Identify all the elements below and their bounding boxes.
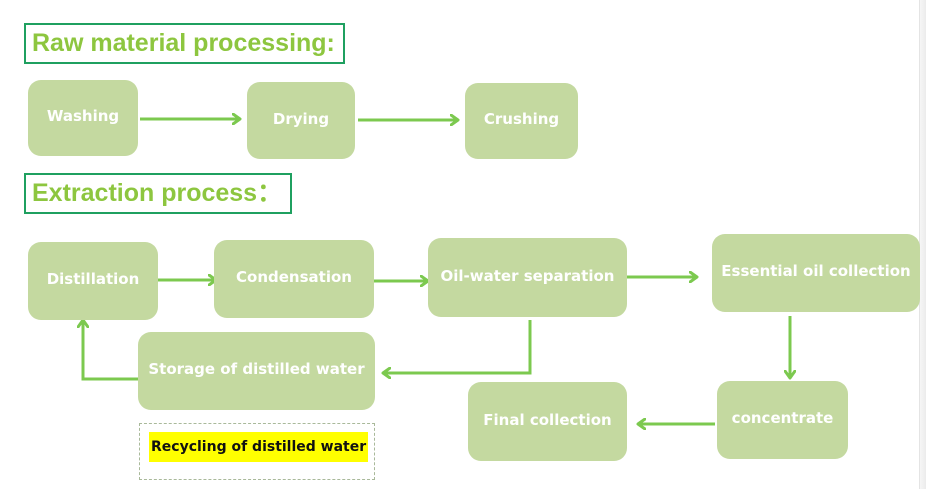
node-crushing-label: Crushing [483, 110, 560, 128]
node-oil-water-separation: Oil-water separation [428, 238, 627, 317]
recycling-annotation-box: Recycling of distilled water [139, 423, 375, 480]
node-distillation: Distillation [28, 242, 158, 320]
node-concentrate: concentrate [717, 381, 848, 459]
node-essential-oil-collection: Essential oil collection [712, 234, 920, 312]
node-distillation-label: Distillation [46, 270, 140, 288]
section-title-raw-material: Raw material processing: [24, 23, 345, 64]
node-essential-oil-collection-label: Essential oil collection [721, 262, 911, 280]
node-drying-label: Drying [272, 109, 330, 128]
node-crushing: Crushing [465, 83, 578, 159]
node-washing: Washing [28, 80, 138, 156]
node-washing-label: Washing [46, 107, 120, 125]
node-condensation-label: Condensation [236, 268, 352, 286]
node-oil-water-separation-label: Oil-water separation [440, 266, 615, 285]
node-storage-of-distilled-water: Storage of distilled water [138, 332, 375, 410]
node-concentrate-label: concentrate [731, 409, 834, 427]
section-title-extraction-text: Extraction process： [32, 179, 283, 207]
node-storage-of-distilled-water-label: Storage of distilled water [148, 360, 365, 378]
node-drying: Drying [247, 82, 355, 159]
recycling-annotation-label: Recycling of distilled water [149, 432, 369, 462]
arrow-storage-to-distillation [83, 320, 139, 381]
section-title-extraction: Extraction process： [24, 173, 293, 214]
node-condensation: Condensation [214, 240, 374, 318]
page-edge [919, 0, 926, 489]
arrow-separation-to-storage [383, 320, 532, 373]
node-final-collection: Final collection [468, 382, 627, 461]
section-title-raw-material-text: Raw material processing: [32, 29, 335, 57]
node-final-collection-label: Final collection [483, 410, 612, 429]
